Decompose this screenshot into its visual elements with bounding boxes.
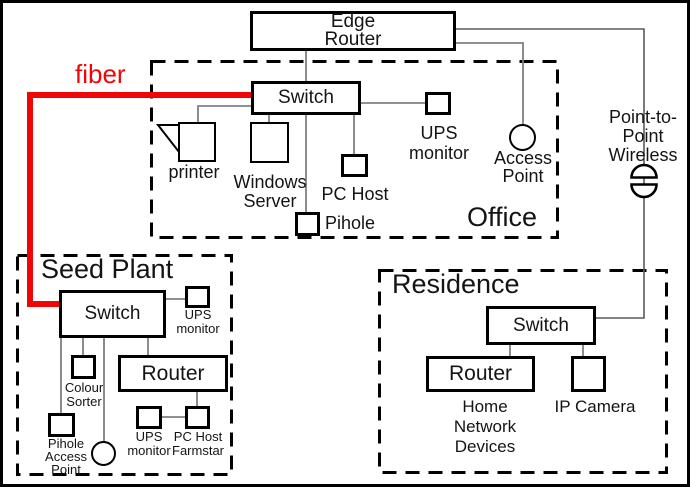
link-edge-router-access-point [456, 42, 524, 126]
pc-host-farmstar-node [185, 406, 210, 429]
windows-server-node [250, 122, 289, 163]
seed-pihole-access-point-label: Pihole Access Point [45, 436, 87, 477]
seed-ups-monitor-bottom-label: UPS monitor [127, 429, 171, 458]
access-point-node [509, 124, 536, 151]
ptp-antenna-lower-icon [630, 183, 658, 199]
printer-node [178, 122, 216, 162]
printer-label: printer [168, 162, 220, 182]
pc-host-farmstar-label: PC Host Farmstar [172, 429, 224, 458]
seed-plant-zone-border [16, 254, 233, 476]
residence-switch-label: Switch [513, 314, 569, 336]
residence-router-node: Router [426, 356, 535, 392]
seed-ups-monitor-top-node [185, 286, 210, 308]
ip-camera-node [571, 356, 606, 392]
residence-router-label: Router [448, 362, 513, 385]
seed-switch-label: Switch [84, 303, 141, 324]
seed-ups-monitor-top-label: UPS monitor [176, 307, 220, 336]
diagram-wires-layer [16, 28, 668, 476]
fiber-label: fiber [75, 59, 126, 89]
link-switch-printer [197, 105, 251, 124]
residence-zone-border [378, 269, 668, 474]
access-point-label: Access Point [493, 148, 553, 186]
fiber-line [27, 92, 251, 307]
office-ups-monitor-node [425, 92, 451, 115]
colour-sorter-node [71, 355, 96, 379]
office-switch-label: Switch [278, 87, 334, 108]
edge-router-node: Edge Router [250, 11, 456, 51]
office-zone-border [150, 60, 559, 239]
pihole-label: Pihole [325, 213, 376, 233]
office-zone-title: Office [467, 202, 538, 232]
ptp-wireless-label: Point-to-Point Wireless [608, 107, 678, 165]
printer-tray-shape [155, 124, 180, 155]
edge-router-label: Edge Router [324, 11, 382, 50]
windows-server-label: Windows Server [233, 172, 307, 211]
colour-sorter-label: Colour Sorter [64, 380, 104, 409]
residence-zone-title: Residence [392, 269, 520, 299]
seed-plant-zone-title: Seed Plant [41, 254, 174, 284]
pihole-node [295, 212, 320, 236]
ptp-antenna-upper-icon [630, 163, 658, 179]
office-switch-node: Switch [251, 81, 361, 115]
seed-router-label: Router [141, 361, 205, 385]
residence-switch-node: Switch [486, 306, 596, 345]
seed-pihole-access-point-node [48, 413, 75, 437]
pc-host-label: PC Host [321, 184, 389, 204]
pc-host-node [341, 154, 368, 177]
seed-switch-node: Switch [59, 290, 166, 338]
home-network-devices-label: Home Network Devices [453, 397, 517, 456]
ip-camera-label: IP Camera [554, 397, 636, 416]
seed-circle-device-node [91, 441, 116, 466]
office-ups-monitor-label: UPS monitor [408, 123, 470, 163]
seed-ups-monitor-bottom-node [136, 406, 162, 429]
seed-router-node: Router [118, 355, 228, 392]
